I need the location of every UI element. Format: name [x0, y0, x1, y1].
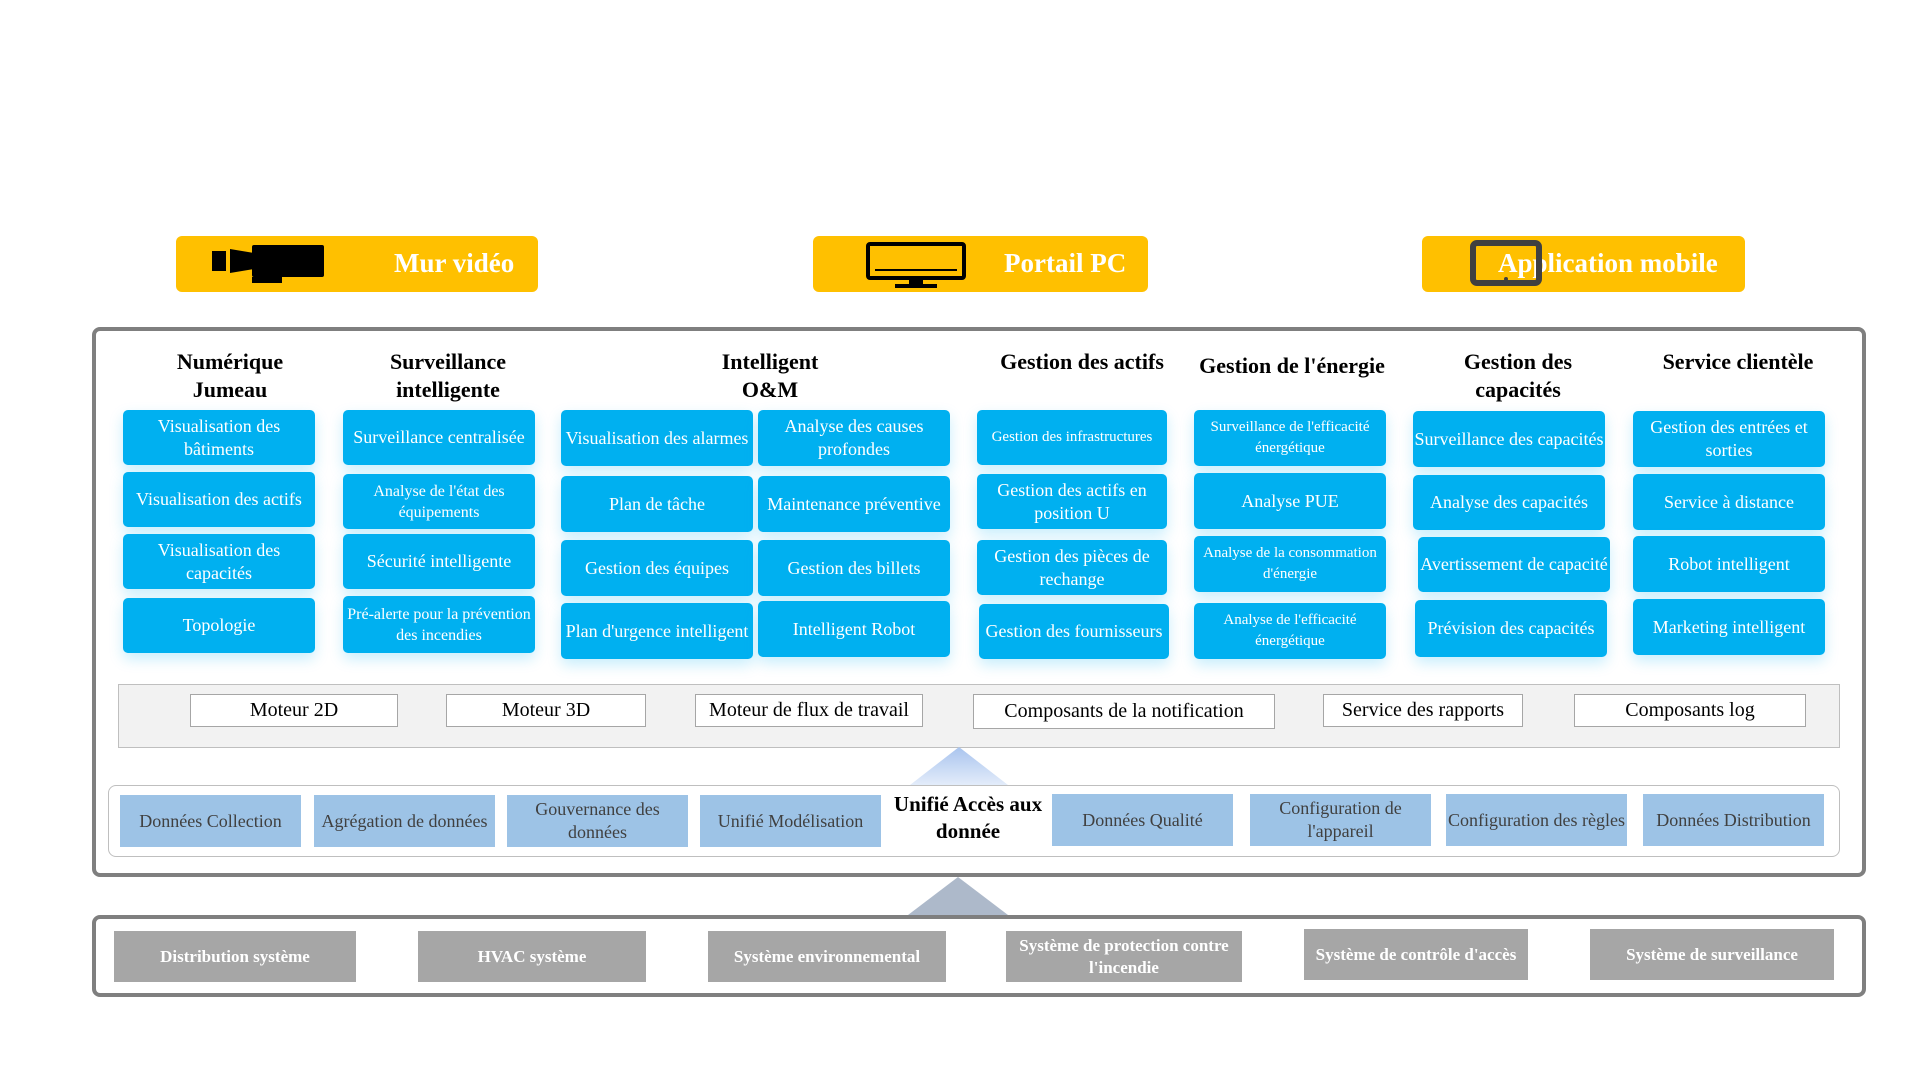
system-box: Système de surveillance	[1590, 929, 1834, 980]
module-box: Plan d'urgence intelligent	[561, 603, 753, 659]
column-title-energy-management: Gestion de l'énergie	[1199, 353, 1385, 378]
data-box: Agrégation de données	[314, 795, 495, 847]
module-box: Analyse des causes profondes	[758, 410, 950, 466]
module-box: Visualisation des capacités	[123, 534, 315, 589]
module-box: Gestion des infrastructures	[977, 410, 1167, 465]
module-box: Analyse de l'efficacité énergétique	[1194, 603, 1386, 659]
data-box: Configuration de l'appareil	[1250, 794, 1431, 846]
column-title-smart-monitoring: Surveillance intelligente	[389, 349, 507, 402]
module-box: Gestion des entrées et sorties	[1633, 411, 1825, 467]
module-box: Surveillance centralisée	[343, 410, 535, 465]
system-box: HVAC système	[418, 931, 646, 982]
engine-box: Moteur de flux de travail	[695, 694, 923, 727]
engine-box: Composants de la notification	[973, 694, 1275, 729]
module-box: Visualisation des alarmes	[561, 410, 753, 466]
module-box: Gestion des pièces de rechange	[977, 540, 1167, 595]
column-title-digital-twin: Numérique Jumeau	[176, 349, 284, 402]
module-box: Gestion des équipes	[561, 540, 753, 596]
engine-box: Moteur 2D	[190, 694, 398, 727]
engine-box: Composants log	[1574, 694, 1806, 727]
module-box: Analyse de l'état des équipements	[343, 474, 535, 529]
module-box: Service à distance	[1633, 474, 1825, 530]
projector-icon	[212, 243, 324, 292]
module-box: Visualisation des bâtiments	[123, 410, 315, 465]
module-box: Analyse de la consommation d'énergie	[1194, 536, 1386, 592]
data-box: Configuration des règles	[1446, 794, 1627, 846]
data-box: Données Collection	[120, 795, 301, 847]
column-title-capacity-management: Gestion des capacités	[1463, 349, 1573, 402]
channel-video-wall: Mur vidéo	[176, 236, 538, 292]
column-title-asset-management: Gestion des actifs	[1000, 349, 1164, 374]
module-box: Analyse PUE	[1194, 473, 1386, 529]
module-box: Prévision des capacités	[1415, 600, 1607, 657]
unified-data-access-label: Unifié Accès aux donnée	[893, 792, 1043, 843]
engine-box: Service des rapports	[1323, 694, 1523, 727]
module-box: Gestion des fournisseurs	[979, 604, 1169, 659]
column-title-customer-service: Service clientèle	[1662, 349, 1814, 374]
module-box: Sécurité intelligente	[343, 534, 535, 589]
up-arrow-icon	[910, 747, 1008, 785]
column-title-intelligent-om: Intelligent O&M	[721, 349, 819, 402]
system-box: Distribution système	[114, 931, 356, 982]
module-box: Topologie	[123, 598, 315, 653]
channel-label: Application mobile	[1498, 248, 1718, 278]
module-box: Gestion des actifs en position U	[977, 474, 1167, 529]
systems-frame	[92, 915, 1866, 997]
data-box: Données Distribution	[1643, 794, 1824, 846]
module-box: Gestion des billets	[758, 540, 950, 596]
channel-label: Portail PC	[1004, 248, 1127, 278]
system-box: Système de contrôle d'accès	[1304, 929, 1528, 980]
data-box: Gouvernance des données	[507, 795, 688, 847]
data-box: Données Qualité	[1052, 794, 1233, 846]
engine-box: Moteur 3D	[446, 694, 646, 727]
up-arrow-icon	[908, 877, 1008, 915]
module-box: Plan de tâche	[561, 476, 753, 532]
module-box: Surveillance de l'efficacité énergétique	[1194, 410, 1386, 466]
tablet-icon	[1470, 240, 1544, 293]
module-box: Surveillance des capacités	[1413, 411, 1605, 467]
module-box: Robot intelligent	[1633, 536, 1825, 592]
module-box: Maintenance préventive	[758, 476, 950, 532]
channel-mobile-app: Application mobile	[1422, 236, 1745, 292]
system-box: Système environnemental	[708, 931, 946, 982]
module-box: Avertissement de capacité	[1418, 537, 1610, 592]
module-box: Visualisation des actifs	[123, 472, 315, 527]
module-box: Pré-alerte pour la prévention des incend…	[343, 596, 535, 653]
module-box: Marketing intelligent	[1633, 599, 1825, 655]
monitor-icon	[865, 241, 969, 296]
data-box: Unifié Modélisation	[700, 795, 881, 847]
module-box: Intelligent Robot	[758, 601, 950, 657]
system-box: Système de protection contre l'incendie	[1006, 931, 1242, 982]
channel-pc-portal: Portail PC	[813, 236, 1148, 292]
channel-label: Mur vidéo	[394, 248, 515, 278]
module-box: Analyse des capacités	[1413, 475, 1605, 530]
